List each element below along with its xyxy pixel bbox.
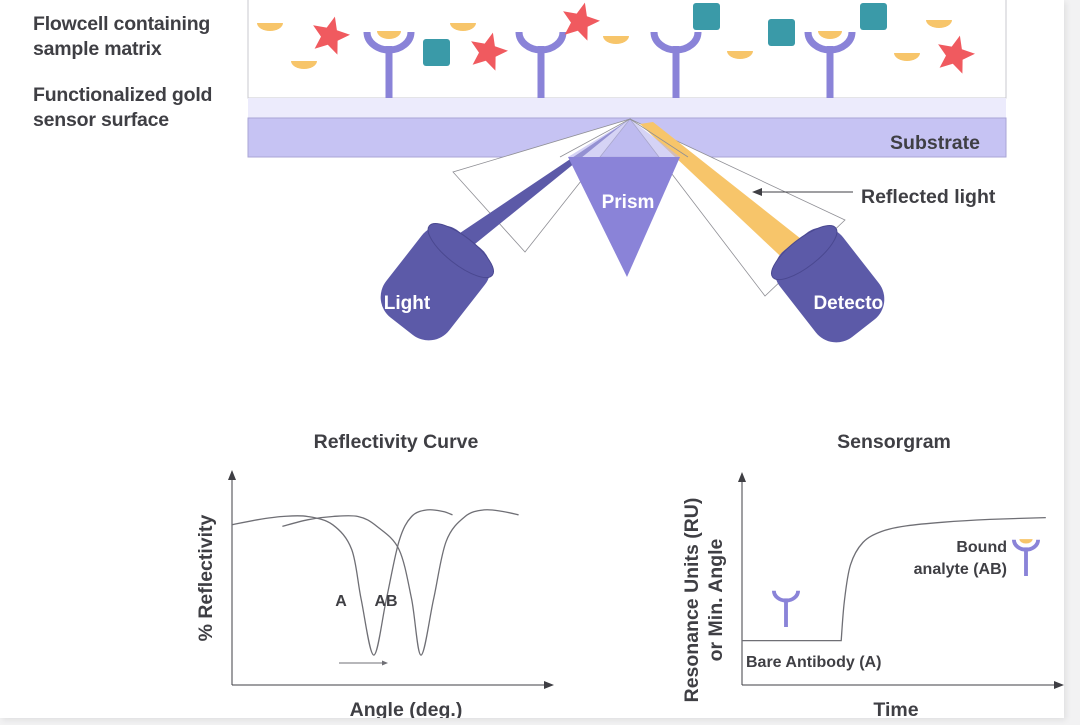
square-molecule — [693, 3, 720, 30]
detector-label: Detector — [813, 293, 891, 314]
gold-sensor-layer — [248, 98, 1006, 118]
bound-analyte — [377, 31, 401, 39]
reflectivity-series-a — [231, 509, 453, 656]
shift-arrowhead-icon — [382, 660, 388, 666]
y-axis-arrow-icon — [738, 472, 746, 482]
reflected-beam — [640, 122, 815, 268]
spr-diagram: Substrate Prism Light Detector — [195, 0, 1064, 718]
prism — [568, 157, 680, 277]
reflectivity-y-label: % Reflectivity — [195, 514, 217, 641]
x-axis-arrow-icon — [544, 681, 554, 689]
antibody — [650, 31, 702, 98]
light-label: Light — [384, 293, 431, 314]
reflectivity-chart: Reflectivity Curve Angle (deg.) % Reflec… — [195, 431, 554, 718]
sensorgram-y-label-line-1: Resonance Units (RU) — [681, 498, 703, 703]
star-molecule — [313, 16, 350, 55]
x-axis-arrow-icon — [1054, 681, 1064, 689]
light-source — [380, 223, 494, 341]
square-molecule — [423, 39, 450, 66]
figure-page: Flowcell containing sample matrix Functi… — [0, 0, 1064, 718]
gold-surface-label: Functionalized gold sensor surface — [33, 83, 212, 133]
antibody — [804, 31, 856, 98]
star-molecule — [471, 32, 508, 71]
series-label-a: A — [335, 593, 347, 610]
star-molecule — [938, 35, 975, 74]
bare-antibody-label: Bare Antibody (A) — [746, 654, 881, 671]
analyte-half-disc — [894, 53, 920, 61]
antibody — [515, 31, 567, 98]
series-label-ab: AB — [374, 593, 397, 610]
flowcell-label-line-2: sample matrix — [33, 38, 162, 60]
analyte-half-disc — [257, 23, 283, 31]
square-molecule — [768, 19, 795, 46]
sample-molecules — [257, 2, 975, 98]
sensorgram-x-label: Time — [873, 699, 918, 718]
flowcell — [247, 0, 1007, 99]
flowcell-label-line-1: Flowcell containing — [33, 13, 211, 35]
analyte-half-disc — [603, 36, 629, 44]
sensorgram-y-label-line-2: or Min. Angle — [705, 538, 727, 661]
gold-surface-label-line-2: sensor surface — [33, 109, 169, 131]
substrate-label: Substrate — [890, 132, 980, 154]
sensorgram-title: Sensorgram — [837, 431, 951, 453]
star-molecule — [563, 2, 600, 41]
gold-surface-label-line-1: Functionalized gold — [33, 84, 213, 106]
y-axis-arrow-icon — [228, 470, 236, 480]
reflected-light-label: Reflected light — [861, 186, 996, 208]
sensorgram-series — [742, 516, 1046, 642]
analyte-half-disc — [450, 23, 476, 31]
sensorgram-chart: Sensorgram Time Resonance Units (RU) or … — [681, 431, 1064, 718]
prism-label: Prism — [602, 192, 655, 213]
arrowhead-icon — [752, 188, 762, 196]
analyte-half-disc — [926, 20, 952, 28]
prism-top-cone — [568, 119, 680, 157]
reflectivity-x-label: Angle (deg.) — [350, 699, 463, 718]
analyte-half-disc — [291, 61, 317, 69]
square-molecule — [860, 3, 887, 30]
bound-analyte — [818, 31, 842, 39]
detector — [771, 225, 885, 343]
analyte-half-disc — [727, 51, 753, 59]
reflectivity-series-ab — [282, 509, 519, 656]
reflectivity-title: Reflectivity Curve — [314, 431, 479, 453]
bound-antibody-icon — [1011, 539, 1041, 576]
antibody — [363, 31, 415, 98]
bare-antibody-icon — [771, 590, 801, 627]
flowcell-label: Flowcell containing sample matrix — [33, 12, 210, 62]
bound-analyte-label-line-1: Bound — [956, 539, 1007, 556]
bound-analyte-label-line-2: analyte (AB) — [914, 561, 1007, 578]
bound-analyte — [1019, 539, 1033, 544]
